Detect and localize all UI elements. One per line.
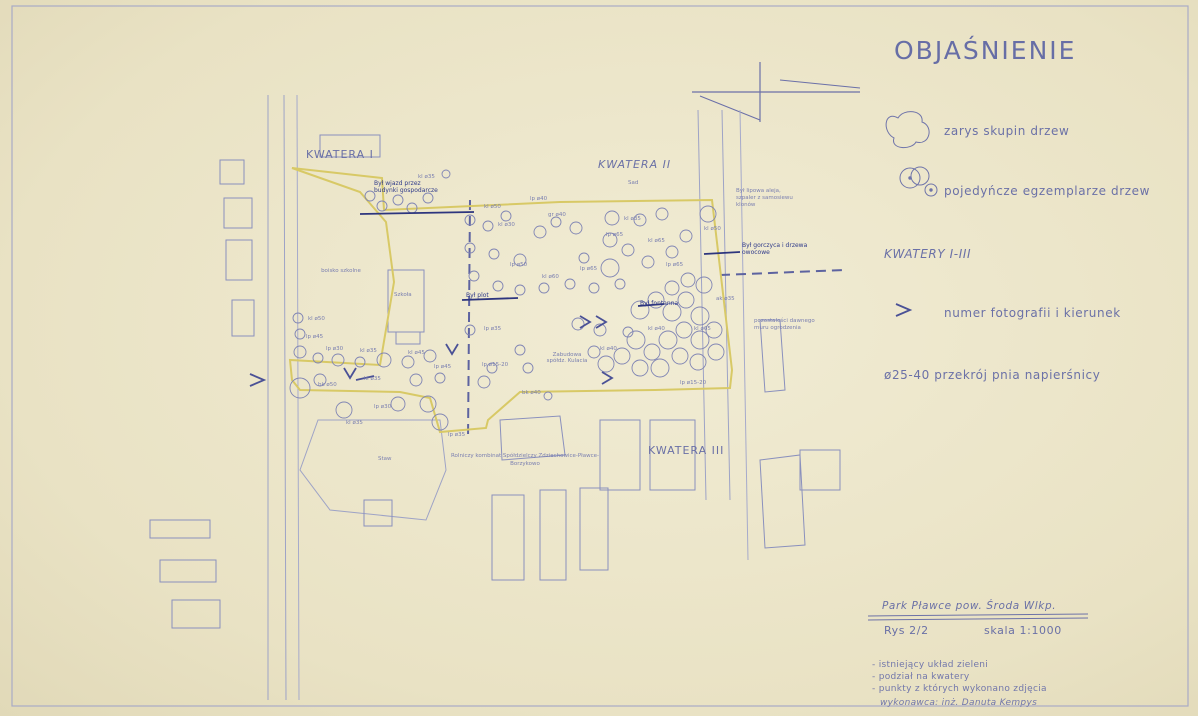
title-note-quarters: - podział na kwatery (872, 672, 970, 682)
tree-label: kl ø35 (624, 216, 641, 222)
tree-label: bk ø50 (318, 382, 337, 388)
legend-item-single-trees: pojedyńcze egzemplarze drzew (944, 184, 1151, 198)
legend-item-trunk-diameter: ø25-40 przekrój pnia napierśnicy (884, 368, 1101, 382)
quarter-label-2: KWATERA II (598, 158, 672, 171)
tree-label: lp ø30 (326, 346, 344, 352)
legend-item-tree-groups: zarys skupin drzew (944, 124, 1070, 138)
tree-label: kl ø65 (648, 238, 665, 244)
tree-label: gr ø40 (548, 212, 566, 218)
tree-label: lp ø45 (306, 334, 324, 340)
note-linden-alley: Był lipowa aleja, szpaler z samosiewu kl… (736, 188, 793, 208)
tree-label: lp ø35 (448, 432, 466, 438)
tree-label: kl ø35 (418, 174, 435, 180)
tree-label: kl ø30 (498, 222, 515, 228)
note-fountain: Był fontanna (640, 300, 679, 307)
tree-label: lp ø50 (510, 262, 528, 268)
tree-label: lp ø40 (530, 196, 548, 202)
title-note-photo-points: - punkty z których wykonano zdjęcia (872, 684, 1047, 694)
area-label-buildings: Zabudowa spółdz. Kulacia (546, 352, 588, 364)
tree-label: lp ø65 (666, 262, 684, 268)
tree-label: kl ø45 (408, 350, 425, 356)
tree-label: kl ø50 (704, 226, 721, 232)
sheet-number: Rys 2/2 (884, 624, 929, 637)
legend-item-quarters: KWATERY I-III (884, 247, 972, 261)
tree-label: kl ø35 (346, 420, 363, 426)
note-farm-buildings: Był wjazd przez budynki gospodarcze (374, 180, 438, 194)
legend-title: OBJAŚNIENIE (894, 36, 1077, 65)
tree-label: lp ø65 (580, 266, 598, 272)
area-label-school: Szkoła (394, 292, 412, 298)
tree-label: kl ø40 (648, 326, 665, 332)
quarter-label-3: KWATERA III (648, 444, 725, 457)
drawing-title: Park Pławce pow. Środa Wlkp. (882, 600, 1057, 612)
tree-label: kl ø60 (542, 274, 559, 280)
tree-label: kl ø50 (484, 204, 501, 210)
tree-label: kl ø35 (364, 376, 381, 382)
tree-label: lp ø65 (606, 232, 624, 238)
tree-label: lp ø15-20 (482, 362, 509, 368)
area-label-cooperative: Rolniczy kombinat Spółdzielczy Zdziechow… (450, 453, 600, 467)
tree-label: lp ø30 (374, 404, 392, 410)
tree-label: lp ø15-20 (680, 380, 707, 386)
tree-label: ak ø35 (716, 296, 735, 302)
drawing-scale: skala 1:1000 (984, 624, 1062, 637)
tree-label: bk ø40 (522, 390, 541, 396)
note-fence: Był plot (466, 292, 489, 299)
area-label-orchard: Sad (628, 180, 639, 186)
title-note-existing-greenery: - istniejący układ zieleni (872, 660, 989, 670)
tree-label: kl ø65 (694, 326, 711, 332)
title-author: wykonawca: inż. Danuta Kempys (880, 698, 1038, 708)
area-label-pond: Staw (378, 456, 392, 462)
tree-label: lp ø45 (434, 364, 452, 370)
tree-label: kl ø40 (600, 346, 617, 352)
tree-label: kl ø50 (308, 316, 325, 322)
legend-item-photo-direction: numer fotografii i kierunek (944, 306, 1121, 320)
quarter-label-1: KWATERA I (306, 148, 374, 161)
note-mustard: Był gorczyca i drzewa owocowe (742, 242, 808, 256)
tree-label: kl ø35 (360, 348, 377, 354)
tree-label: lp ø35 (484, 326, 502, 332)
note-wall-remains: pozostałości dawnego muru ogrodzenia (754, 318, 815, 331)
area-label-playground: boisko szkolne (321, 268, 361, 274)
